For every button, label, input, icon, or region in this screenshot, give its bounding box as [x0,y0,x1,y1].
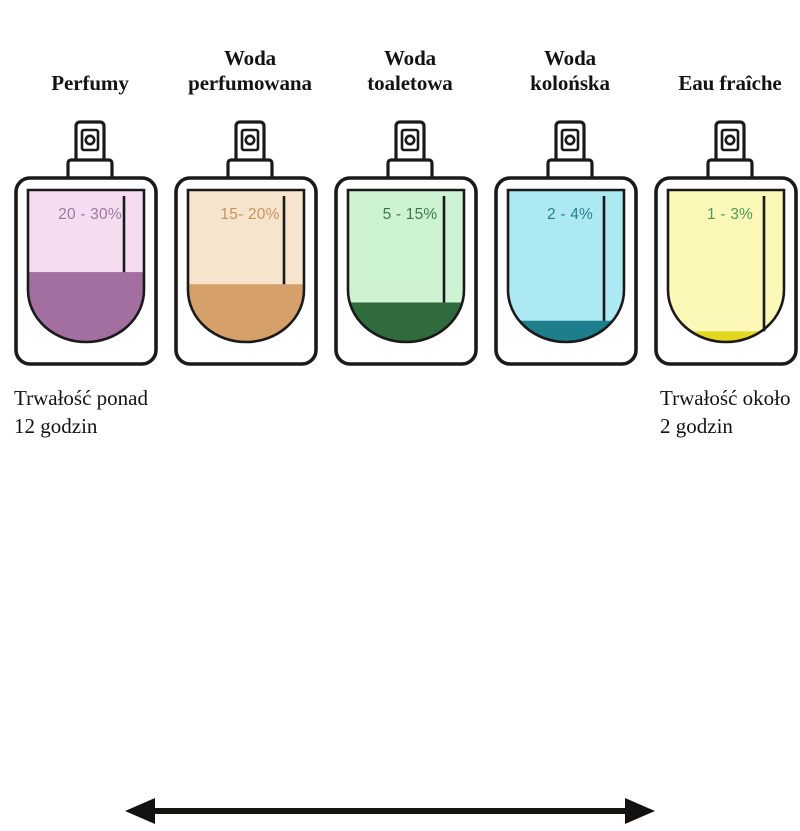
double-arrow-icon [125,798,655,824]
bottle-cavity-outline [666,188,786,344]
heading-perfumy: Perfumy [10,71,170,96]
heading-eau-fraiche: Eau fraîche [650,71,800,96]
bottle-cavity-outline [26,188,146,344]
bottle-nozzle [74,120,106,164]
bottle-nozzle [714,120,746,164]
bottle-cavity [668,190,784,342]
bottle-cavity [188,190,304,342]
bottle-cavity-outline [186,188,306,344]
bottles-row: 20 - 30% [0,110,800,372]
heading-line-1: Eau fraîche [678,71,782,95]
bottle-nozzle [394,120,426,164]
bottle-tint [508,190,624,342]
heading-line-1: Woda [223,46,277,70]
bottle-graphic [494,120,638,366]
bottle-nozzle [554,120,586,164]
bottle-graphic [654,120,798,366]
bottle-graphic [174,120,318,366]
heading-line-2: kolońska [530,71,610,95]
longevity-label-right: Trwałość około 2 godzin [660,386,791,438]
bottle-perfumy: 20 - 30% [10,110,170,372]
longevity-label-left: Trwałość ponad 12 godzin [14,386,148,438]
bottle-cavity-outline [506,188,626,344]
bottle-nozzle [234,120,266,164]
bottle-graphic [334,120,478,366]
bottle-cavity-outline [346,188,466,344]
heading-line-1: Perfumy [51,71,129,95]
bottle-cavity [28,190,144,342]
bottle-graphic [14,120,158,366]
longevity-scale: Trwałość ponad 12 godzin Trwałość około … [0,376,800,824]
bottle-woda-toaletowa: 5 - 15% [330,110,490,372]
bottle-woda-perfumowana: 15- 20% [170,110,330,372]
bottle-cavity [508,190,624,342]
bottle-cavity [348,190,464,342]
heading-line-1: Woda [383,46,437,70]
heading-line-2: toaletowa [367,71,453,95]
heading-line-1: Woda [543,46,597,70]
bottle-liquid [668,331,784,342]
bottle-eau-fraiche: 1 - 3% [650,110,800,372]
bottle-woda-kolonska: 2 - 4% [490,110,650,372]
double-arrow [125,796,655,826]
heading-line-2: perfumowana [188,71,312,95]
bottle-tint [668,190,784,342]
